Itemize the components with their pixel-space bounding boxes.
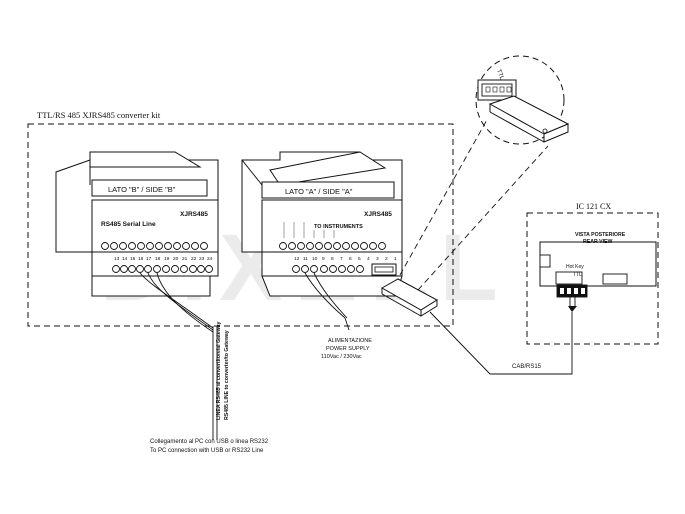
terminal-1: 1 [394,256,397,262]
ic-unit-frame [526,212,659,345]
terminal-16: 16 [138,256,144,262]
left-terminal-holes [112,265,213,273]
right-screw-row [279,242,386,250]
terminal-23: 23 [199,256,205,262]
rs485-line-label-en: RS485 LINE to converter/to Gateway [224,330,230,420]
right-terminal-numbers: 12 11 10 9 8 7 6 5 4 3 2 1 [294,256,397,262]
terminal-20: 20 [173,256,179,262]
ic-ttl-label: TTL [573,272,582,278]
power-supply-label-it: ALIMENTAZIONE [328,338,372,344]
ttl-zoom-label: TTL [495,69,505,82]
terminal-11: 11 [303,256,308,262]
terminal-2: 2 [385,256,388,262]
zoom-line-bottom [417,145,549,291]
terminal-8: 8 [331,256,334,262]
ttl-zoom-detail: TTL [475,55,570,145]
right-instruments-label: TO INSTRUMENTS [314,224,363,230]
terminal-3: 3 [376,256,379,262]
terminal-22: 22 [191,256,197,262]
right-model-label: XJRS485 [364,211,392,218]
ic-rear-view-it: VISTA POSTERIORE [575,232,626,238]
terminal-5: 5 [358,256,361,262]
terminal-7: 7 [340,256,343,262]
left-module: LATO "B" / SIDE "B" RS485 Serial Line XJ… [55,151,219,297]
terminal-13: 13 [114,256,120,262]
right-side-label: LATO "A" / SIDE "A" [285,187,353,196]
terminal-10: 10 [312,256,318,262]
pc-connection-en: To PC connection with USB or RS232 Line [150,448,264,454]
pc-connection-it: Collegamento al PC con USB o linea RS232 [150,439,269,445]
terminal-4: 4 [367,256,370,262]
terminal-17: 17 [146,256,152,262]
terminal-9: 9 [322,256,325,262]
terminal-19: 19 [164,256,170,262]
left-model-label: XJRS485 [180,211,208,218]
cable-label: CAB/RS15 [512,364,542,370]
terminal-21: 21 [182,256,188,262]
power-supply-label-en: POWER SUPPLY [326,346,370,352]
power-supply-voltage: 110Vac / 230Vac [321,354,362,360]
left-screw-row [101,242,208,250]
rs485-wires [139,272,218,440]
kit-frame [27,123,454,327]
ic-unit-title: IC 121 CX [576,202,611,211]
ic-connector [556,284,588,298]
cab-rs15-cable [429,311,573,375]
ic-unit-device: VISTA POSTERIORE REAR VIEW Hot Key TTL [539,232,657,312]
terminal-12: 12 [294,256,300,262]
terminal-24: 24 [207,256,213,262]
power-supply-wires [304,272,350,331]
terminal-6: 6 [349,256,352,262]
terminal-14: 14 [122,256,128,262]
left-terminal-numbers: 13 14 15 16 17 18 19 20 21 22 23 24 [114,256,213,262]
left-side-label: LATO "B" / SIDE "B" [108,185,176,194]
left-bus-label: RS485 Serial Line [101,221,156,228]
ic-rear-view-en: REAR VIEW [583,239,613,245]
ttl-plug-small [380,278,438,317]
right-terminal-holes [292,265,364,273]
terminal-15: 15 [130,256,136,262]
ic-hot-key-label: Hot Key [566,264,584,270]
right-module-small-labels [283,222,335,238]
rs485-line-label-it: LINEA RS485 al convertitore/al Gateway [216,321,222,420]
terminal-18: 18 [155,256,161,262]
kit-title: TTL/RS 485 XJRS485 converter kit [37,110,161,120]
right-module: LATO "A" / SIDE "A" TO INSTRUMENTS XJRS4… [241,151,403,297]
